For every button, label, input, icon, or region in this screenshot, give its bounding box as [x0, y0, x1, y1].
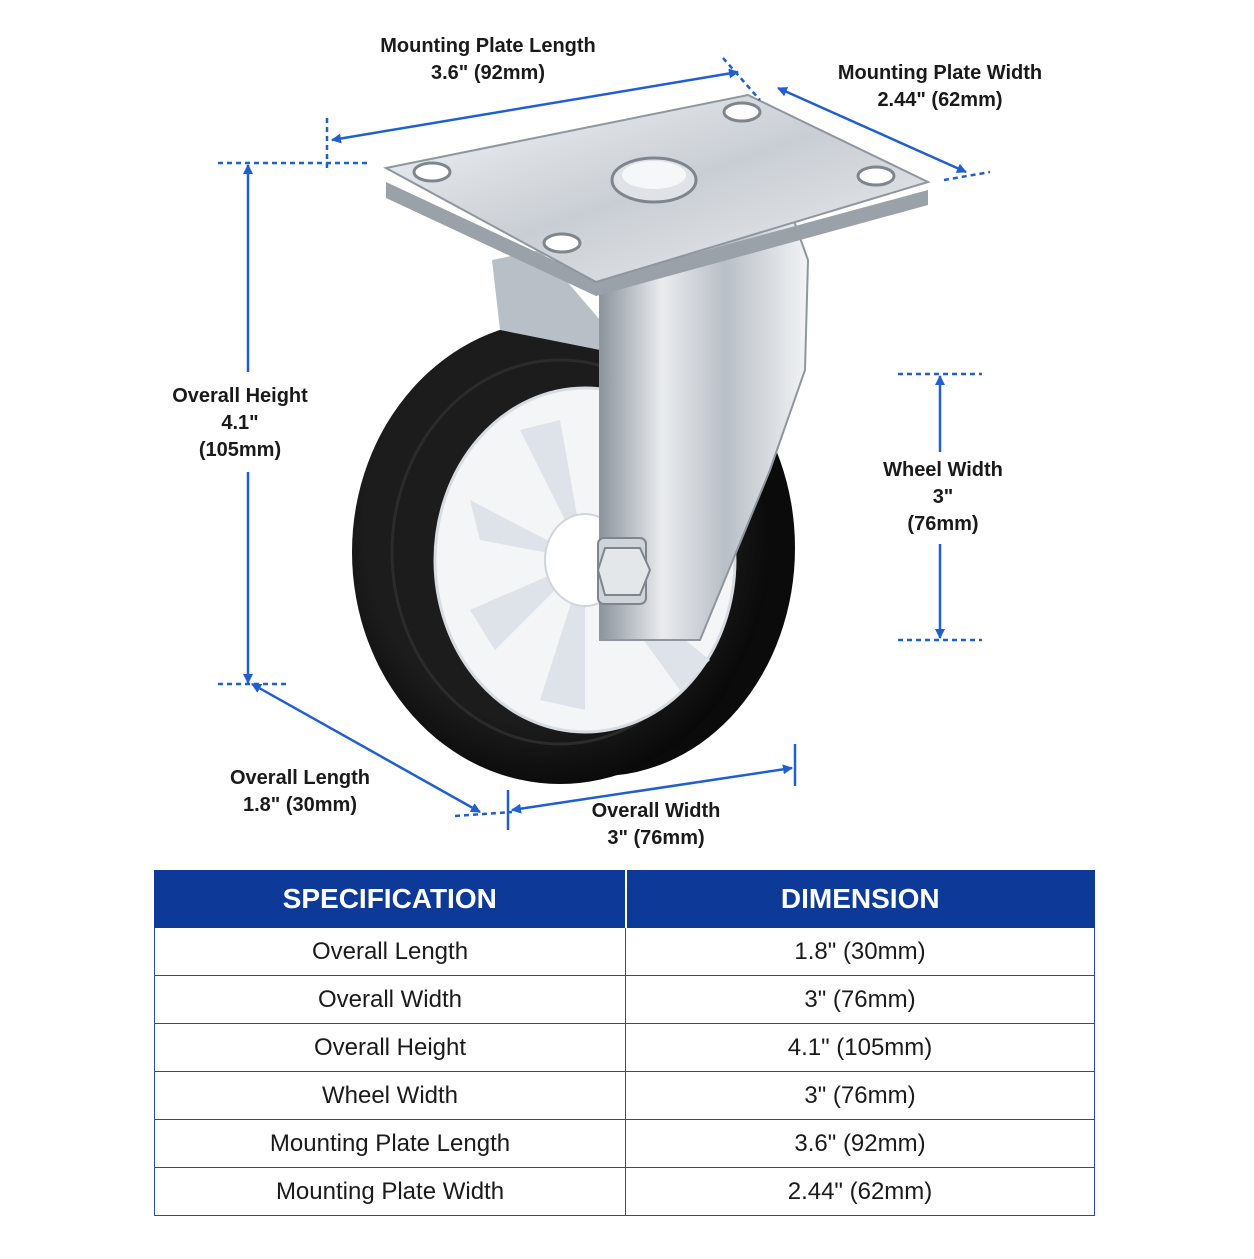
callout-name: Overall Height: [172, 385, 308, 407]
dimension-cell: 4.1" (105mm): [625, 1023, 1095, 1072]
plate-edge: [386, 182, 928, 296]
dim-line-overall-length: [251, 682, 481, 814]
specification-table: SPECIFICATION DIMENSION Overall Length 1…: [154, 870, 1095, 1216]
callout-name: Wheel Width: [883, 459, 1003, 481]
callout-value: 2.44" (62mm): [877, 89, 1003, 111]
callout-overall-height: Overall Height 4.1" (105mm): [140, 383, 340, 464]
ext-line: [454, 810, 513, 818]
table-header-row: SPECIFICATION DIMENSION: [154, 870, 1095, 928]
callout-value: 3" (76mm): [607, 827, 705, 849]
mounting-plate: [383, 93, 931, 296]
table-row: Wheel Width 3" (76mm): [154, 1071, 1095, 1120]
dimension-cell: 3" (76mm): [625, 1071, 1095, 1120]
dim-line-mounting-plate-length: [331, 68, 739, 144]
dimension-cell: 1.8" (30mm): [625, 927, 1095, 976]
callout-value-mm: (76mm): [907, 513, 979, 535]
callout-value-in: 3": [932, 486, 954, 508]
callout-overall-width: Overall Width 3" (76mm): [526, 798, 786, 852]
dimension-lines: [218, 57, 991, 830]
callout-wheel-width: Wheel Width 3" (76mm): [843, 457, 1043, 538]
spec-cell: Overall Height: [154, 1023, 626, 1072]
callout-mounting-plate-width: Mounting Plate Width 2.44" (62mm): [790, 60, 1090, 114]
plate-hole: [542, 232, 582, 254]
table-row: Mounting Plate Length 3.6" (92mm): [154, 1119, 1095, 1168]
fork-back-leg: [492, 250, 600, 350]
table-header-dimension: DIMENSION: [625, 870, 1095, 928]
callout-name: Mounting Plate Width: [837, 62, 1043, 84]
table-row: Overall Height 4.1" (105mm): [154, 1023, 1095, 1072]
plate-hole: [856, 165, 896, 187]
fork: [492, 208, 810, 641]
spec-cell: Mounting Plate Width: [154, 1167, 626, 1216]
spec-cell: Mounting Plate Length: [154, 1119, 626, 1168]
callout-mounting-plate-length: Mounting Plate Length 3.6" (92mm): [338, 33, 638, 87]
dim-line-overall-width: [511, 764, 793, 814]
table-row: Overall Length 1.8" (30mm): [154, 927, 1095, 976]
plate-hole: [412, 161, 452, 183]
callout-value: 3.6" (92mm): [431, 62, 545, 84]
table-header-specification: SPECIFICATION: [154, 870, 627, 928]
ext-line: [722, 57, 761, 101]
axle-nut: [596, 547, 652, 596]
callout-value-in: 4.1": [221, 412, 259, 434]
callout-value-mm: (105mm): [198, 439, 282, 461]
dimension-cell: 2.44" (62mm): [625, 1167, 1095, 1216]
spec-cell: Overall Length: [154, 927, 626, 976]
ext-line: [943, 170, 991, 182]
table-row: Overall Width 3" (76mm): [154, 975, 1095, 1024]
callout-name: Overall Width: [591, 800, 721, 822]
dimension-cell: 3" (76mm): [625, 975, 1095, 1024]
spec-cell: Overall Width: [154, 975, 626, 1024]
spec-cell: Wheel Width: [154, 1071, 626, 1120]
table-row: Mounting Plate Width 2.44" (62mm): [154, 1167, 1095, 1216]
kingpin-rivet-top: [622, 161, 686, 189]
dim-line-mounting-plate-width: [777, 86, 967, 174]
callout-name: Overall Length: [229, 767, 371, 789]
callout-overall-length: Overall Length 1.8" (30mm): [170, 765, 430, 819]
callout-value: 1.8" (30mm): [243, 794, 357, 816]
callout-name: Mounting Plate Length: [380, 35, 596, 57]
plate-hole: [722, 101, 762, 123]
dimension-cell: 3.6" (92mm): [625, 1119, 1095, 1168]
